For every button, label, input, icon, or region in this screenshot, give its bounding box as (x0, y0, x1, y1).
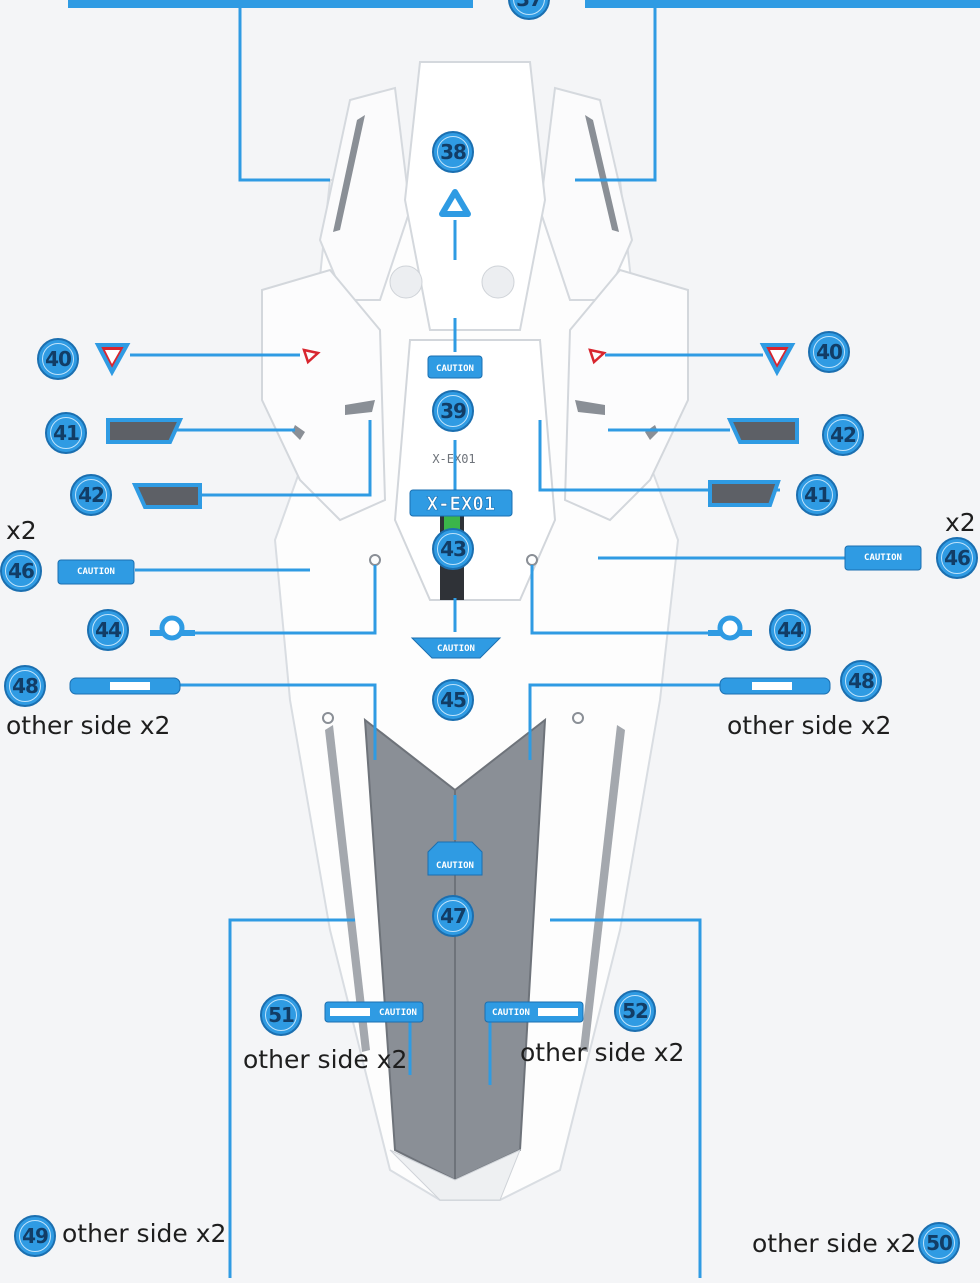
callout-badge-42-left: 42 (70, 474, 112, 516)
armor-fin-left (318, 86, 412, 301)
armor-shoulder-right (563, 268, 689, 522)
decal-41-right (708, 480, 781, 507)
armor-shoulder-left (261, 268, 387, 522)
decal-39-caution (427, 355, 483, 379)
callout-number: 41 (53, 421, 80, 445)
callout-number: 50 (926, 1231, 953, 1255)
decal-43-plate (409, 489, 513, 517)
other-side-label-49: other side x2 (62, 1219, 227, 1248)
callout-badge-38: 38 (432, 131, 474, 173)
callout-badge-43: 43 (432, 528, 474, 570)
callout-badge-46-right: 46 (936, 537, 978, 579)
callout-number: 40 (45, 347, 72, 371)
decal-41-left (106, 418, 184, 444)
callout-badge-42-right: 42 (822, 414, 864, 456)
callout-number: 48 (848, 669, 875, 693)
leader-44r (530, 565, 710, 635)
decal-pieces: CAUTION X-EX01 (57, 0, 980, 1023)
decal-46-right (844, 545, 922, 571)
decal-45-caution-text: CAUTION (437, 644, 475, 654)
leader-49 (228, 918, 355, 1278)
armor-fin-right (538, 86, 634, 301)
decal-38-triangle (439, 189, 471, 217)
callout-number: 42 (78, 483, 105, 507)
callout-badge-46-left: 46 (0, 550, 42, 592)
callout-number: 45 (440, 688, 467, 712)
callout-number: 41 (804, 483, 831, 507)
decal-47-caution-text: CAUTION (436, 861, 474, 871)
callout-badge-49: 49 (14, 1215, 56, 1257)
callout-number: 40 (816, 340, 843, 364)
callout-badge-52: 52 (614, 990, 656, 1032)
callout-number: 48 (12, 674, 39, 698)
callout-badge-41-left: 41 (45, 412, 87, 454)
decal-43-text: X-EX01 (427, 493, 496, 515)
callout-badge-48-right: 48 (840, 660, 882, 702)
callout-number: 43 (440, 537, 467, 561)
callout-badge-40-right: 40 (808, 331, 850, 373)
decal-51 (324, 1001, 424, 1023)
leader-41r (538, 420, 780, 492)
leader-37-right (575, 0, 657, 182)
leader-42l (200, 420, 372, 497)
other-side-label-50: other side x2 (752, 1229, 917, 1258)
decal-47-hatch (427, 841, 483, 876)
callout-badge-48-left: 48 (4, 665, 46, 707)
callout-badge-41-right: 41 (796, 474, 838, 516)
callout-number: 42 (830, 423, 857, 447)
callout-badge-40-left: 40 (37, 338, 79, 380)
decal-top-bar-right (585, 0, 980, 8)
callout-badge-39: 39 (432, 390, 474, 432)
callout-number: 47 (440, 904, 467, 928)
other-side-label-48-left: other side x2 (6, 711, 171, 740)
callout-number: 46 (944, 546, 971, 570)
callout-number: 37 (516, 0, 543, 11)
decal-top-bar-left (68, 0, 473, 8)
armor-top-center (403, 61, 547, 331)
decal-45-wing (410, 637, 502, 659)
callout-number: 49 (22, 1224, 49, 1248)
armor-bottom-tip (389, 1149, 521, 1201)
decal-46-left-text: CAUTION (77, 567, 115, 577)
callout-badge-45: 45 (432, 679, 474, 721)
decal-44-right (708, 615, 752, 641)
callout-badge-47: 47 (432, 895, 474, 937)
quantity-label-46-left: x2 (6, 516, 37, 545)
decal-42-left (131, 483, 202, 509)
other-side-label-52: other side x2 (520, 1038, 685, 1067)
decal-42-right (726, 418, 799, 444)
decal-51-caution-text: CAUTION (379, 1008, 417, 1018)
decal-39-caution-text: CAUTION (436, 364, 474, 374)
callout-number: 44 (777, 618, 804, 642)
callout-number: 51 (268, 1003, 295, 1027)
callout-badge-44-right: 44 (769, 609, 811, 651)
leader-48l (180, 683, 377, 760)
other-side-label-48-right: other side x2 (727, 711, 892, 740)
other-side-label-51: other side x2 (243, 1045, 408, 1074)
leader-lines (130, 0, 845, 1278)
decal-44-left (150, 615, 195, 641)
callout-badge-50: 50 (918, 1222, 960, 1264)
decal-52 (484, 1001, 584, 1023)
callout-number: 44 (95, 618, 122, 642)
leader-50 (550, 918, 702, 1278)
decal-46-right-text: CAUTION (864, 553, 902, 563)
decal-52-caution-text: CAUTION (492, 1008, 530, 1018)
decal-46-left (57, 559, 135, 585)
callout-badge-44-left: 44 (87, 609, 129, 651)
leader-44l (195, 565, 377, 635)
leader-37-left (238, 0, 330, 182)
quantity-label-46-right: x2 (945, 508, 976, 537)
callout-badge-51: 51 (260, 994, 302, 1036)
callout-number: 52 (622, 999, 649, 1023)
leader-48r (528, 683, 720, 760)
callout-number: 39 (440, 399, 467, 423)
callout-number: 38 (440, 140, 467, 164)
armor-chest (393, 339, 557, 601)
callout-number: 46 (8, 559, 35, 583)
